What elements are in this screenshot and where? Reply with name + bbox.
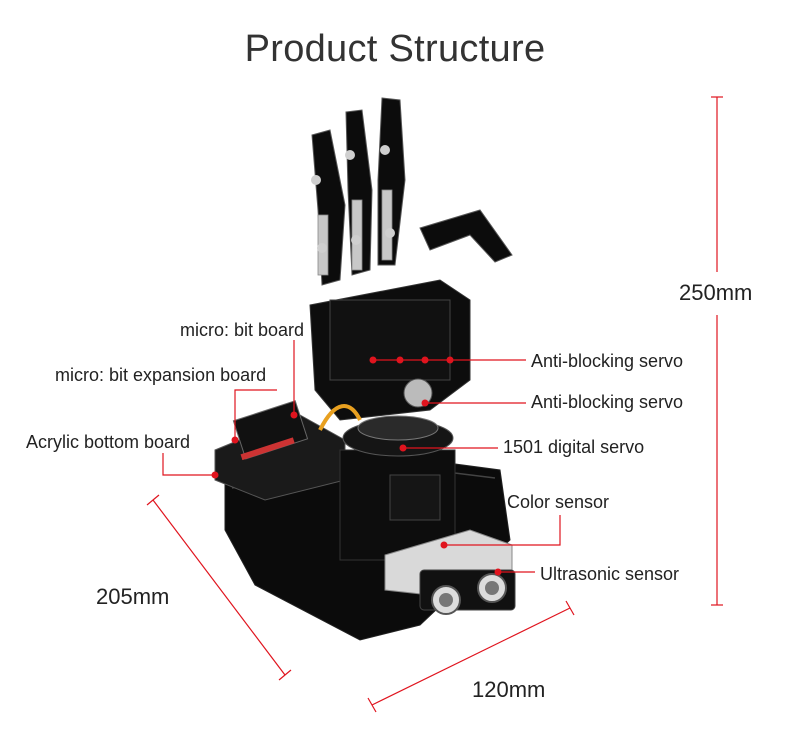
- label-anti-blocking-servo-2: Anti-blocking servo: [531, 392, 684, 412]
- finger-shapes: [311, 97, 513, 286]
- label-anti-blocking-servo-1: Anti-blocking servo: [531, 351, 684, 371]
- callout-line-expansion-board: [234, 389, 277, 440]
- callout-line-acrylic-board: [162, 453, 215, 476]
- label-ultrasonic-sensor: Ultrasonic sensor: [540, 564, 680, 584]
- label-acrylic-board: Acrylic bottom board: [26, 432, 191, 452]
- width-dimension-line: [371, 607, 571, 706]
- label-color-sensor: Color sensor: [507, 492, 610, 512]
- depth-dimension-line: [152, 499, 286, 676]
- label-digital-servo: 1501 digital servo: [503, 437, 645, 457]
- dimension-height: 250mm: [679, 280, 753, 305]
- label-expansion-board: micro: bit expansion board: [55, 365, 267, 385]
- page-title: Product Structure: [244, 28, 546, 70]
- callout-line-color-sensor: [444, 515, 561, 546]
- dimension-width: 120mm: [472, 677, 546, 702]
- dimension-lines: [146, 96, 723, 713]
- label-micro-bit-board: micro: bit board: [180, 320, 305, 340]
- callout-dots: [211, 356, 502, 576]
- dimension-depth: 205mm: [96, 584, 170, 609]
